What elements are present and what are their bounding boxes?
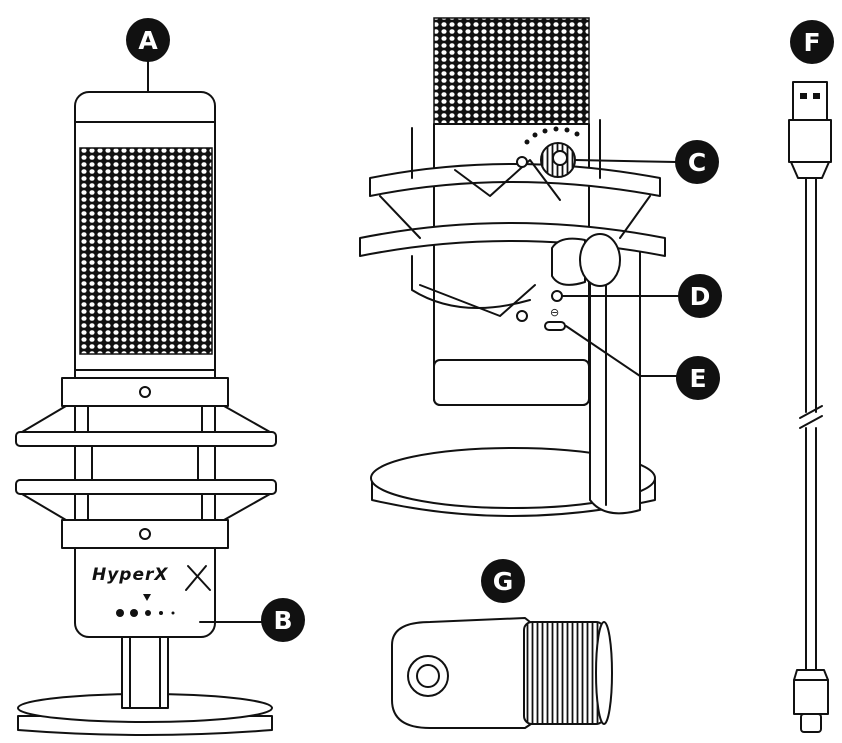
callout-e: E [676, 356, 720, 400]
mic-stand-stem [121, 633, 169, 709]
svg-text:A: A [138, 26, 158, 55]
microphone-front-view: HyperX [15, 91, 277, 736]
svg-text:G: G [493, 567, 514, 596]
gain-level-dots [524, 126, 580, 145]
callout-b: B [261, 598, 305, 642]
polar-pattern-lights [116, 609, 175, 617]
usb-c-port [544, 321, 566, 331]
hyperx-logo: HyperX [92, 565, 169, 585]
callout-g: G [481, 559, 525, 603]
headphone-jack [551, 290, 563, 302]
shock-mount-side [359, 119, 666, 322]
svg-text:C: C [688, 148, 706, 177]
svg-text:D: D [690, 282, 711, 311]
callout-c: C [675, 140, 719, 184]
callout-d: D [678, 274, 722, 318]
mount-adapter [391, 617, 613, 729]
mount-adapter-knob [551, 233, 621, 287]
svg-text:B: B [273, 606, 292, 635]
side-view-grille [433, 17, 590, 125]
callout-a: A [126, 18, 170, 62]
gain-control-knob [540, 142, 576, 178]
leader-lines [147, 57, 681, 623]
usb-cable [788, 81, 832, 733]
mode-indicator-arrow [143, 594, 151, 601]
callout-f: F [790, 20, 834, 64]
svg-text:F: F [803, 28, 820, 57]
microphone-side-view: ⊖ [359, 17, 666, 517]
shock-mount-front [15, 377, 277, 549]
svg-text:⊖: ⊖ [550, 306, 559, 319]
side-view-base [370, 447, 656, 517]
svg-text:E: E [689, 364, 706, 393]
mic-grille [79, 147, 213, 355]
